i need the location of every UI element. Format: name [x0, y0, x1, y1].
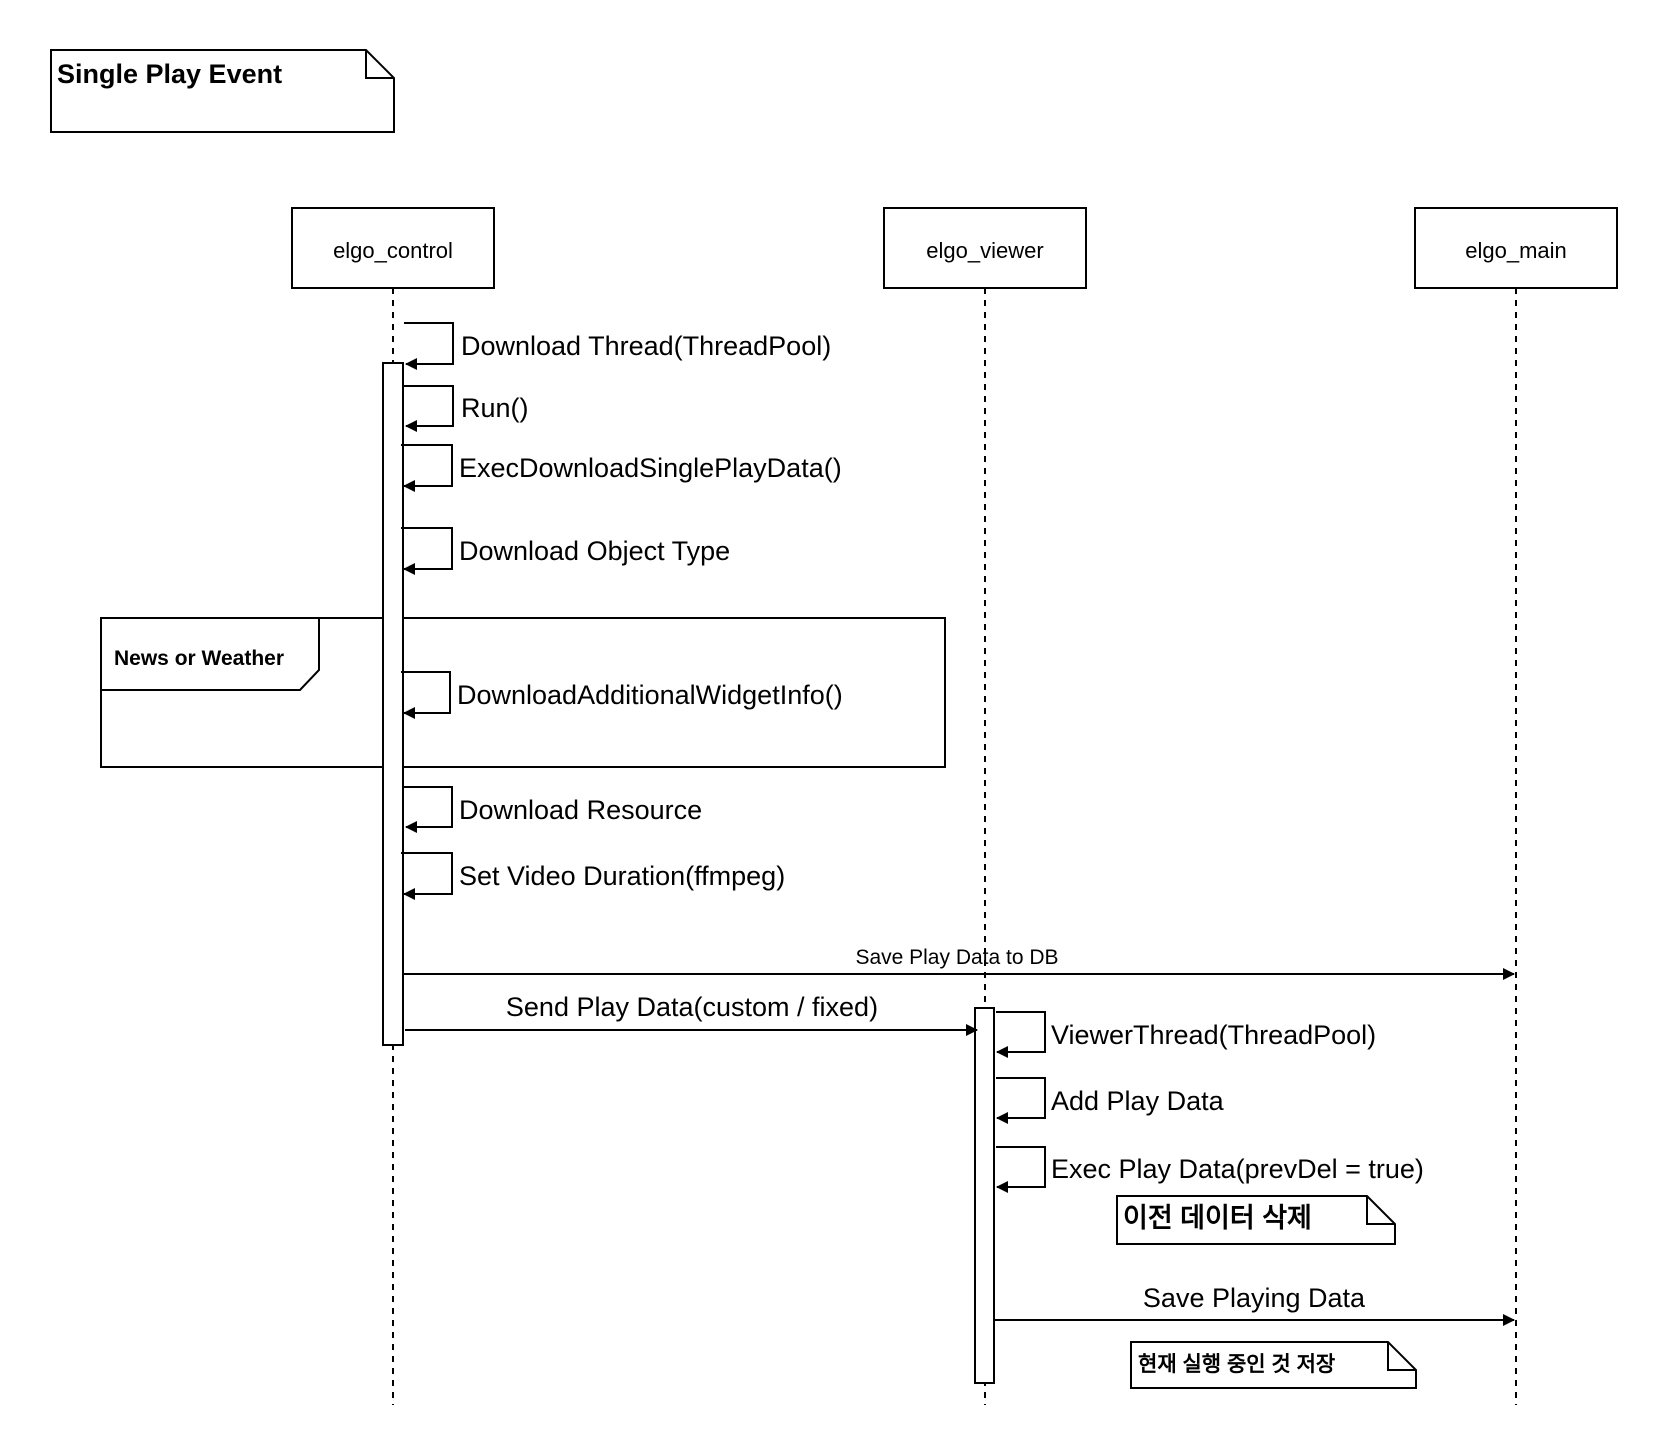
message-label: Save Playing Data [1143, 1283, 1366, 1313]
self-message-label: Download Thread(ThreadPool) [461, 331, 831, 361]
lifeline-label: elgo_main [1465, 238, 1567, 263]
lifeline-elgo-control: elgo_control [291, 207, 495, 289]
combined-fragment: News or Weather [100, 617, 946, 768]
self-message-label: Set Video Duration(ffmpeg) [459, 861, 785, 891]
lifeline-label: elgo_viewer [926, 238, 1043, 263]
fragment-label: News or Weather [114, 647, 284, 670]
self-message: Download Object Type [401, 527, 730, 575]
self-message: Set Video Duration(ffmpeg) [401, 852, 785, 900]
self-message-label: Exec Play Data(prevDel = true) [1051, 1154, 1424, 1184]
lifeline-label: elgo_control [333, 238, 453, 263]
self-message: Download Thread(ThreadPool) [404, 322, 831, 370]
lifeline-elgo-viewer: elgo_viewer [883, 207, 1087, 289]
lifeline-elgo-main: elgo_main [1414, 207, 1618, 289]
self-message-label: ViewerThread(ThreadPool) [1051, 1020, 1376, 1050]
self-message-label: Download Resource [459, 795, 702, 825]
note-text: 현재 실행 중인 것 저장 [1138, 1353, 1335, 1376]
self-message-label: ExecDownloadSinglePlayData() [459, 453, 842, 483]
activation-bar-viewer [974, 1007, 995, 1384]
diagram-title: Single Play Event [57, 59, 282, 89]
self-message: Add Play Data [996, 1077, 1225, 1124]
message-label: Send Play Data(custom / fixed) [506, 992, 878, 1022]
diagram-title-note: Single Play Event [50, 49, 395, 133]
activation-bar-control [382, 362, 404, 1046]
note-text: 이전 데이터 삭제 [1123, 1203, 1312, 1233]
self-message: Exec Play Data(prevDel = true) [996, 1146, 1424, 1193]
message-arrow: Save Play Data to DB [403, 946, 1515, 980]
note: 현재 실행 중인 것 저장 [1130, 1341, 1417, 1389]
self-message: Run() [403, 385, 529, 432]
message-arrow: Save Playing Data [995, 1283, 1515, 1326]
message-label: Save Play Data to DB [855, 946, 1058, 969]
self-message-label: Download Object Type [459, 536, 730, 566]
note: 이전 데이터 삭제 [1116, 1195, 1396, 1245]
self-message-label: Add Play Data [1051, 1086, 1225, 1116]
self-message: ViewerThread(ThreadPool) [996, 1011, 1376, 1058]
self-message-label: Run() [461, 393, 529, 423]
message-arrow: Send Play Data(custom / fixed) [405, 992, 978, 1036]
self-message: DownloadAdditionalWidgetInfo() [401, 671, 843, 719]
self-message: ExecDownloadSinglePlayData() [401, 444, 842, 492]
self-message-label: DownloadAdditionalWidgetInfo() [457, 680, 843, 710]
self-message: Download Resource [403, 786, 702, 833]
